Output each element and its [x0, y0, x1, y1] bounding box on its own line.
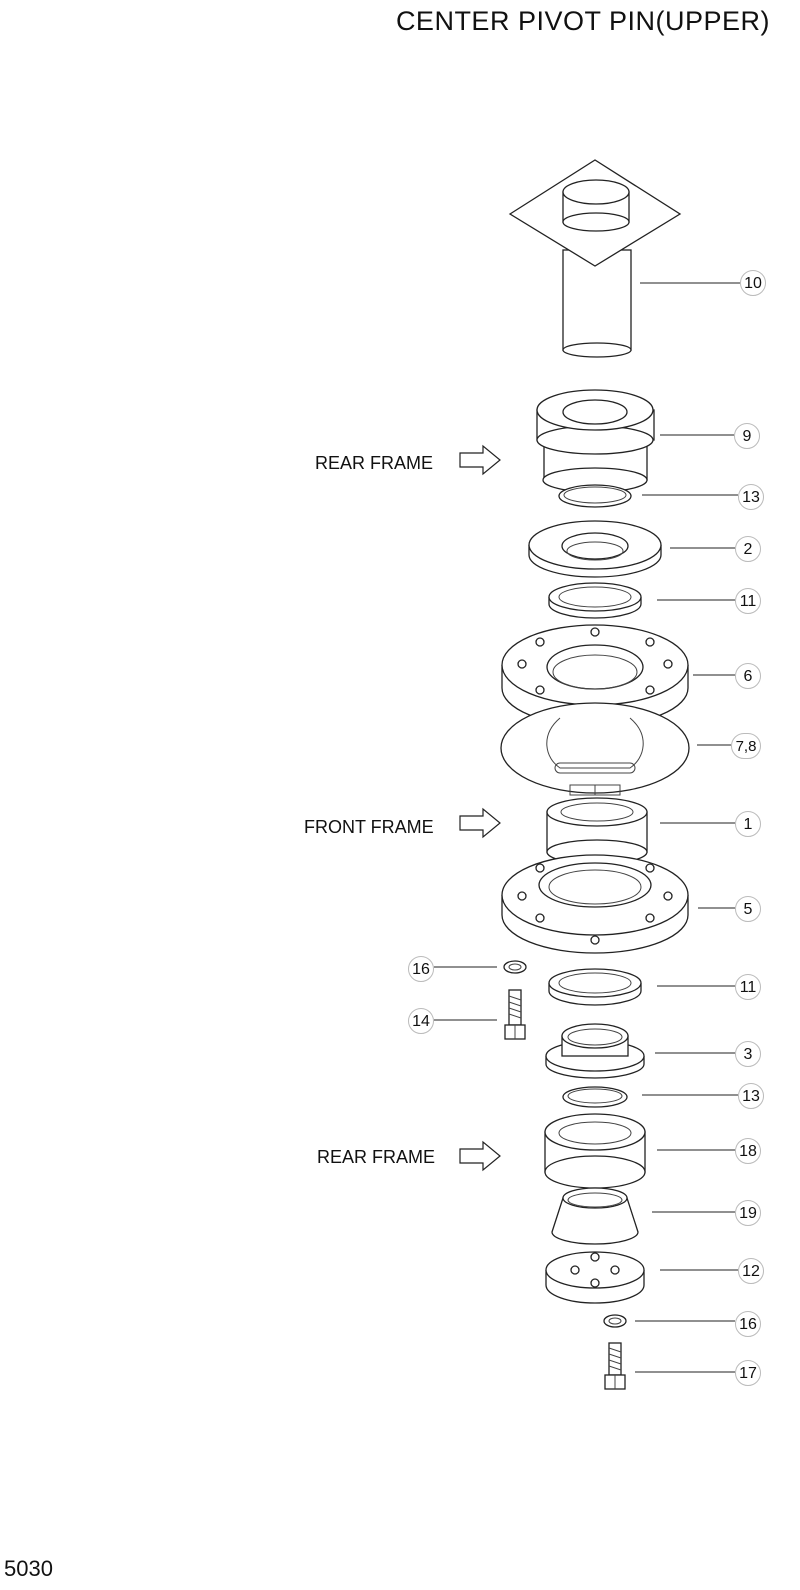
callout-18: 18: [735, 1138, 761, 1164]
callout-14: 14: [408, 1008, 434, 1034]
callout-3: 3: [735, 1041, 761, 1067]
part-2-washer: [528, 520, 662, 578]
callout-13-lower: 13: [738, 1083, 764, 1109]
callout-17: 17: [735, 1360, 761, 1386]
callout-10: 10: [740, 270, 766, 296]
part-9-flanged-bushing: [536, 389, 655, 493]
part-17-bolt: [604, 1342, 626, 1390]
callout-11-upper: 11: [735, 588, 761, 614]
part-10-pivot-pin: [508, 159, 682, 358]
part-14-bolt: [504, 989, 526, 1040]
rear-frame-label-top: REAR FRAME: [315, 453, 434, 473]
part-18-spacer: [544, 1113, 646, 1189]
part-13-shim-lower: [562, 1086, 628, 1108]
callout-11-lower: 11: [735, 974, 761, 1000]
part-11-seal-upper: [548, 582, 642, 619]
callout-16-bottom: 16: [735, 1311, 761, 1337]
part-12-end-plate: [545, 1251, 645, 1304]
callout-19: 19: [735, 1200, 761, 1226]
page-number: 5030: [4, 1556, 53, 1581]
callout-12: 12: [738, 1258, 764, 1284]
callout-2: 2: [735, 536, 761, 562]
callout-6: 6: [735, 663, 761, 689]
part-3-flanged-bushing: [545, 1023, 645, 1079]
part-16-lock-washer-left: [503, 960, 527, 974]
part-1-bearing: [546, 797, 648, 865]
arrow-rear-frame-bottom: [459, 1140, 501, 1172]
callout-7-8: 7,8: [731, 733, 761, 759]
part-11-seal-lower: [548, 968, 642, 1006]
arrow-rear-frame-top: [459, 444, 501, 476]
rear-frame-label-bottom: REAR FRAME: [317, 1147, 436, 1167]
arrow-front-frame: [459, 807, 501, 839]
part-7-8-shim-plate: [500, 702, 690, 796]
part-19-conical-spacer: [551, 1187, 639, 1245]
callout-16-left: 16: [408, 956, 434, 982]
callout-9: 9: [734, 423, 760, 449]
part-13-shim-upper: [558, 484, 632, 508]
callout-5: 5: [735, 896, 761, 922]
part-16-lock-washer-bottom: [603, 1314, 627, 1328]
callout-1: 1: [735, 811, 761, 837]
callout-13-upper: 13: [738, 484, 764, 510]
front-frame-label: FRONT FRAME: [304, 817, 434, 837]
part-5-housing-flange: [501, 854, 689, 954]
page-title: CENTER PIVOT PIN(UPPER): [395, 6, 770, 36]
